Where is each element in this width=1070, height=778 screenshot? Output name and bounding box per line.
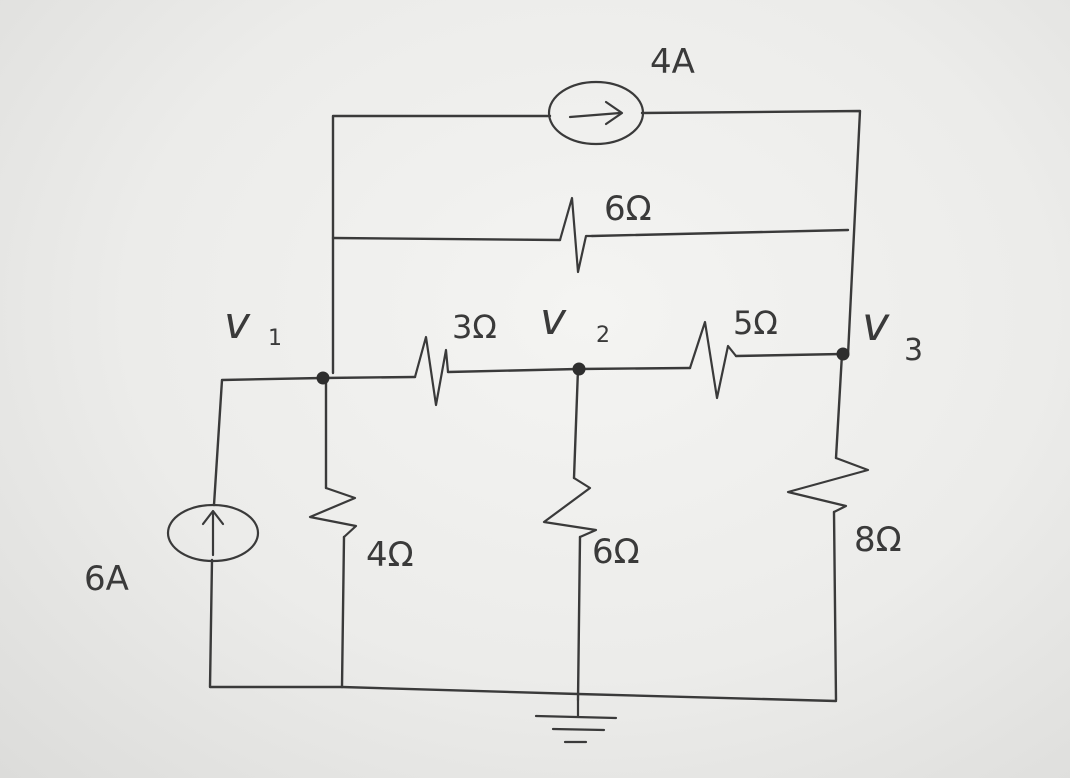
wire-6ohm-c-top xyxy=(572,367,580,480)
ground-icon xyxy=(534,698,618,744)
wire-mid-2 xyxy=(446,366,692,374)
node-v3-dot xyxy=(836,347,850,361)
node-v2-dot xyxy=(572,362,586,376)
resistor-3ohm xyxy=(413,335,450,407)
label-6ohm-top: 6Ω xyxy=(604,189,652,229)
wire-6ohm-right xyxy=(590,228,850,238)
label-5ohm: 5Ω xyxy=(733,304,778,342)
resistor-8ohm xyxy=(786,456,870,514)
label-node-v2: v xyxy=(540,294,567,345)
wire-8ohm-bottom xyxy=(832,510,838,702)
wire-mid-1 xyxy=(320,375,417,380)
label-8ohm: 8Ω xyxy=(854,520,902,560)
label-4ohm: 4Ω xyxy=(366,535,414,575)
label-3ohm: 3Ω xyxy=(452,308,497,346)
wire-6ohm-left xyxy=(331,236,562,242)
resistor-6ohm-center xyxy=(542,476,598,539)
wire-left-top xyxy=(212,376,324,507)
wire-bottom xyxy=(340,685,838,703)
label-node-v3: v xyxy=(862,297,890,351)
current-source-up-icon xyxy=(166,503,260,563)
label-6ohm-center: 6Ω xyxy=(592,532,640,572)
label-node-v1-sub: 1 xyxy=(268,326,282,351)
wire-4ohm-bottom xyxy=(340,535,346,689)
label-6A: 6A xyxy=(84,559,129,599)
wire-top-right xyxy=(640,109,862,357)
label-4A: 4A xyxy=(650,42,695,82)
wire-8ohm-top xyxy=(834,352,844,460)
resistor-4ohm xyxy=(308,486,358,539)
resistor-5ohm xyxy=(688,320,738,400)
wire-6ohm-c-bottom xyxy=(576,535,582,702)
label-node-v1: v xyxy=(224,298,251,349)
node-v1-dot xyxy=(316,371,330,385)
wire-left-bottom xyxy=(208,558,344,689)
wire-mid-3 xyxy=(734,352,844,358)
current-source-right-icon xyxy=(547,80,645,146)
label-node-v2-sub: 2 xyxy=(596,323,610,348)
wire-top-left xyxy=(331,114,552,375)
resistor-6ohm-top xyxy=(558,196,594,274)
label-node-v3-sub: 3 xyxy=(904,333,923,368)
